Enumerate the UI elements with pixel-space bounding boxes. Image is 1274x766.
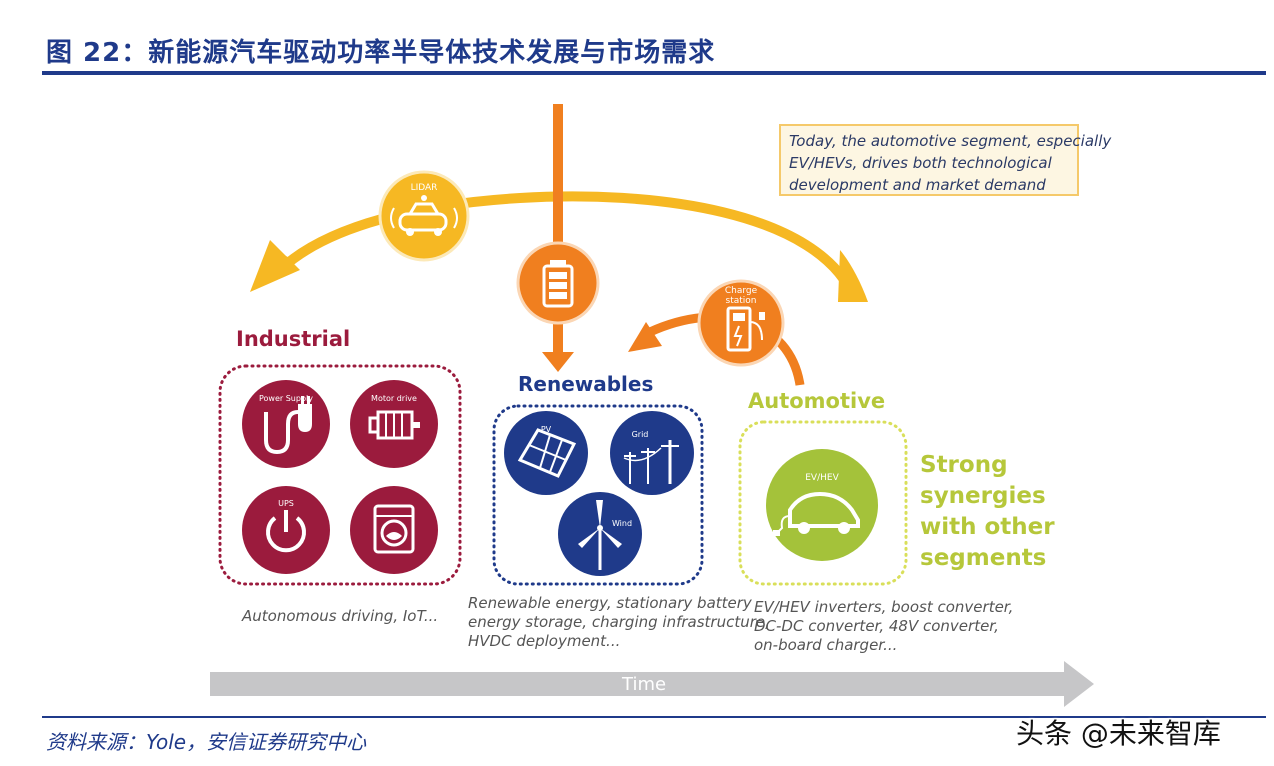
- lidar-circle: LIDAR: [378, 170, 470, 262]
- time-arrow: [210, 661, 1094, 707]
- motor-icon: [368, 410, 420, 440]
- charging-station-icon: [726, 306, 765, 352]
- caption-line: energy storage, charging infrastructure,: [468, 613, 770, 631]
- ups-label: UPS: [278, 499, 294, 508]
- renewables-box: [492, 404, 704, 586]
- note-line: development and market demand: [789, 176, 1046, 194]
- industrial-heading: Industrial: [236, 327, 351, 351]
- wind-circle: Wind: [558, 492, 642, 576]
- automotive-heading: Automotive: [748, 389, 886, 413]
- washing-machine-circle: [350, 486, 438, 574]
- battery-icon: [542, 260, 574, 308]
- caption-line: Renewable energy, stationary battery: [468, 594, 752, 612]
- automotive-caption: EV/HEV inverters, boost converter, DC-DC…: [754, 598, 1013, 655]
- yellow-arc-arrow: [250, 191, 868, 302]
- motor-drive-label: Motor drive: [371, 394, 417, 403]
- synergies-text: Strong synergies with other segments: [920, 450, 1055, 574]
- caption-line: on-board charger...: [754, 636, 898, 654]
- lidar-label: LIDAR: [411, 183, 438, 193]
- solar-panel-icon: [517, 428, 577, 478]
- renewables-caption: Renewable energy, stationary battery ene…: [468, 594, 770, 651]
- caption-line: HVDC deployment...: [468, 632, 621, 650]
- power-pole-icon: [623, 440, 679, 484]
- charge-label: Charge: [725, 286, 758, 296]
- caption-line: DC-DC converter, 48V converter,: [754, 617, 999, 635]
- note-line: EV/HEVs, drives both technological: [789, 154, 1052, 172]
- footer-rule: [42, 716, 1266, 718]
- time-label: Time: [622, 674, 667, 695]
- ups-circle: UPS: [242, 486, 330, 574]
- pv-circle: PV: [504, 411, 588, 495]
- electric-car-icon: [773, 491, 860, 536]
- wind-turbine-icon: [578, 500, 622, 570]
- power-supply-circle: Power Supply: [242, 380, 330, 468]
- note-box: Today, the automotive segment, especiall…: [779, 124, 1112, 196]
- orange-down-arrow: [542, 104, 574, 372]
- note-line: Today, the automotive segment, especiall…: [789, 132, 1112, 150]
- caption-line: EV/HEV inverters, boost converter,: [754, 598, 1014, 616]
- synergies-line: segments: [920, 545, 1047, 571]
- title-rule: [42, 71, 1266, 75]
- charge-station-circle: Charge station: [697, 279, 785, 367]
- plug-icon: [264, 396, 312, 455]
- grid-circle: Grid: [610, 411, 694, 495]
- station-label: station: [726, 296, 757, 306]
- page-title: 图 22：新能源汽车驱动功率半导体技术发展与市场需求: [46, 38, 716, 68]
- wind-label: Wind: [612, 519, 632, 528]
- industrial-caption: Autonomous driving, IoT...: [242, 607, 438, 626]
- power-supply-label: Power Supply: [259, 394, 313, 403]
- caption-line: Autonomous driving, IoT...: [242, 607, 439, 625]
- automotive-box: [738, 420, 908, 586]
- synergies-line: with other: [920, 514, 1055, 540]
- industrial-box: [218, 364, 462, 586]
- source-text: 资料来源：Yole，安信证券研究中心: [46, 730, 367, 754]
- renewables-heading: Renewables: [518, 372, 654, 396]
- power-icon: [266, 510, 306, 553]
- washing-machine-icon: [373, 504, 415, 554]
- grid-label: Grid: [632, 430, 649, 439]
- motor-drive-circle: Motor drive: [350, 380, 438, 468]
- ev-hev-label: EV/HEV: [805, 473, 839, 483]
- pv-label: PV: [541, 425, 552, 434]
- battery-circle: [516, 241, 600, 325]
- synergies-line: synergies: [920, 483, 1046, 509]
- ev-hev-circle: EV/HEV: [766, 449, 878, 561]
- watermark-text: 头条 @未来智库: [1016, 717, 1221, 750]
- car-icon: [390, 195, 458, 236]
- synergies-line: Strong: [920, 452, 1008, 478]
